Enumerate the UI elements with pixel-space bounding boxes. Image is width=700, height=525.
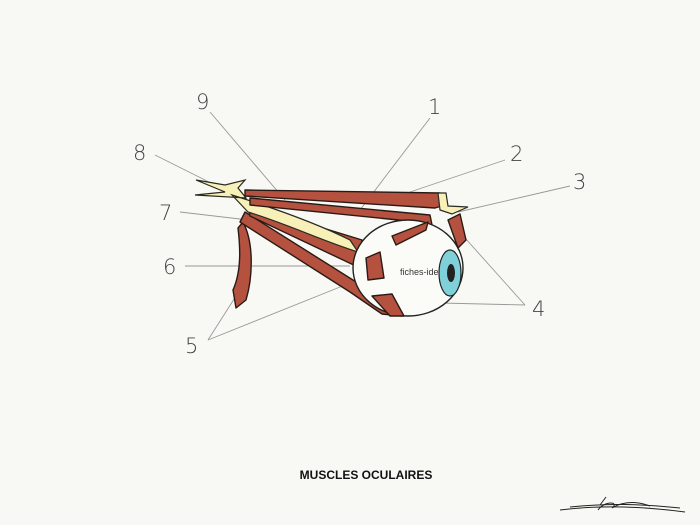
label-4: 4 [532,297,545,321]
label-3: 3 [573,170,586,194]
eyeball [352,219,464,317]
diagram-title: MUSCLES OCULAIRES [300,468,433,482]
superior-oblique-insertion [447,213,467,249]
leader-lines [154,111,571,341]
superior-rectus-insertion [391,221,429,246]
trochlea [437,192,469,215]
lateral-rectus-insertion [365,251,385,281]
label-9: 9 [196,90,209,114]
signature [559,496,686,513]
optic-nerve [194,178,360,254]
inferior-rectus-insertion [371,293,405,317]
label-2: 2 [510,142,523,166]
watermark: fiches-ide [400,267,439,277]
label-7: 7 [159,201,172,225]
pupil [447,264,455,282]
label-6: 6 [163,255,176,279]
inferior-oblique-muscle [232,221,252,309]
label-5: 5 [185,334,198,358]
label-8: 8 [133,141,146,165]
label-1: 1 [428,95,441,119]
